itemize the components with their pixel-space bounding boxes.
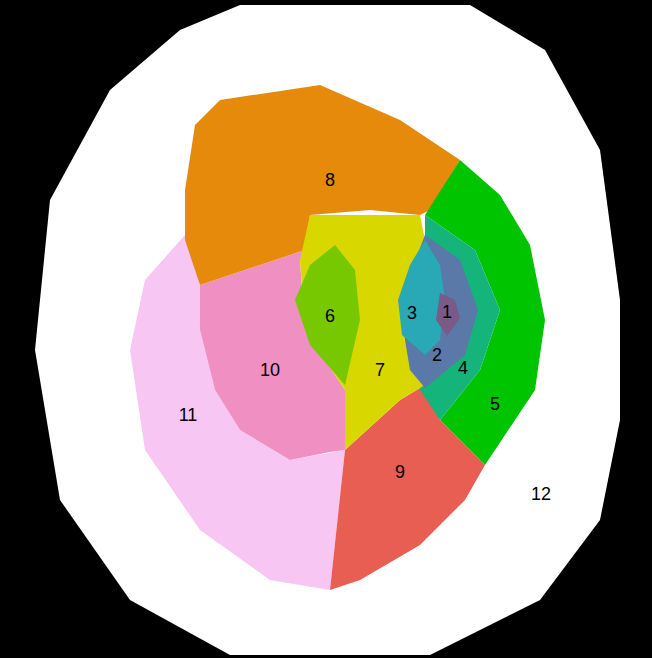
callout-number: 5: [490, 395, 500, 413]
callout-number: 7: [375, 361, 385, 379]
callout-number: 8: [325, 171, 335, 189]
callout-number: 9: [395, 463, 405, 481]
region-3: [398, 240, 445, 355]
callout-number: 11: [179, 406, 198, 424]
callout-number: 10: [260, 361, 280, 379]
callout-number: 1: [442, 303, 452, 321]
callout-number: 2: [432, 346, 442, 364]
callout-number: 3: [407, 304, 417, 322]
region-6: [295, 245, 360, 385]
callout-number: 4: [458, 359, 468, 377]
region-1: [436, 293, 460, 336]
region-2: [400, 235, 478, 388]
callout-number: 6: [325, 307, 335, 325]
callout-number: 12: [531, 485, 551, 503]
outer-region: [35, 5, 620, 655]
